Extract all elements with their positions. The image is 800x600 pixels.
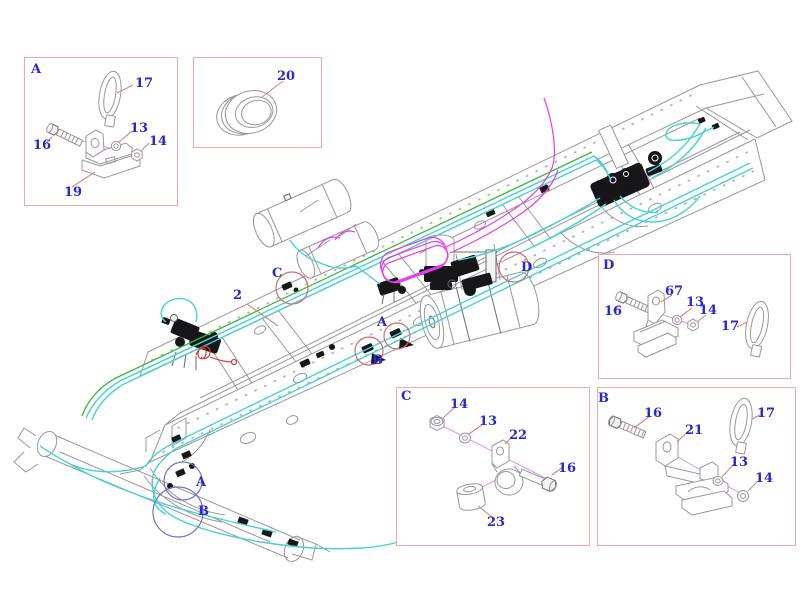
inset-box-d [598, 254, 791, 379]
part-label-17[interactable]: 17 [721, 319, 740, 334]
ref-label-a-front[interactable]: A [196, 475, 207, 490]
part-label-2[interactable]: 2 [233, 288, 243, 303]
inset-title-a[interactable]: A [31, 62, 42, 77]
ref-label-c[interactable]: C [272, 266, 283, 281]
inset-title-c[interactable]: C [401, 389, 412, 404]
inset-title-b[interactable]: B [598, 391, 609, 406]
ref-label-b-front[interactable]: B [198, 504, 209, 519]
ref-label-d[interactable]: D [521, 260, 533, 275]
part-label-13[interactable]: 13 [730, 455, 749, 470]
part-label-14[interactable]: 14 [149, 134, 168, 149]
part-label-17[interactable]: 17 [135, 76, 154, 91]
part-label-19[interactable]: 19 [64, 185, 83, 200]
part-label-20[interactable]: 20 [277, 69, 296, 84]
ref-label-a-mid[interactable]: A [377, 315, 388, 330]
part-label-16[interactable]: 16 [604, 304, 623, 319]
part-label-21[interactable]: 21 [685, 423, 704, 438]
callout-circle-b-front [152, 486, 204, 538]
part-label-23[interactable]: 23 [487, 515, 506, 530]
inset-box-grommet [193, 57, 322, 148]
inset-box-a [24, 57, 178, 206]
part-label-14[interactable]: 14 [699, 303, 718, 318]
part-label-16[interactable]: 16 [33, 138, 52, 153]
part-label-13[interactable]: 13 [479, 414, 498, 429]
leader-line-2 [246, 303, 279, 327]
part-label-13[interactable]: 13 [130, 121, 149, 136]
inset-title-d[interactable]: D [603, 258, 615, 273]
part-label-16[interactable]: 16 [558, 461, 577, 476]
air-tanks [252, 178, 540, 349]
part-label-14[interactable]: 14 [755, 471, 774, 486]
part-label-14[interactable]: 14 [450, 397, 469, 412]
part-label-16[interactable]: 16 [644, 406, 663, 421]
part-label-22[interactable]: 22 [509, 428, 528, 443]
part-label-17[interactable]: 17 [757, 406, 776, 421]
part-label-67[interactable]: 67 [665, 284, 684, 299]
ref-label-b-mid[interactable]: B [372, 353, 383, 368]
callout-circle-a-mid [383, 322, 411, 350]
front-axle-assembly [13, 427, 331, 563]
